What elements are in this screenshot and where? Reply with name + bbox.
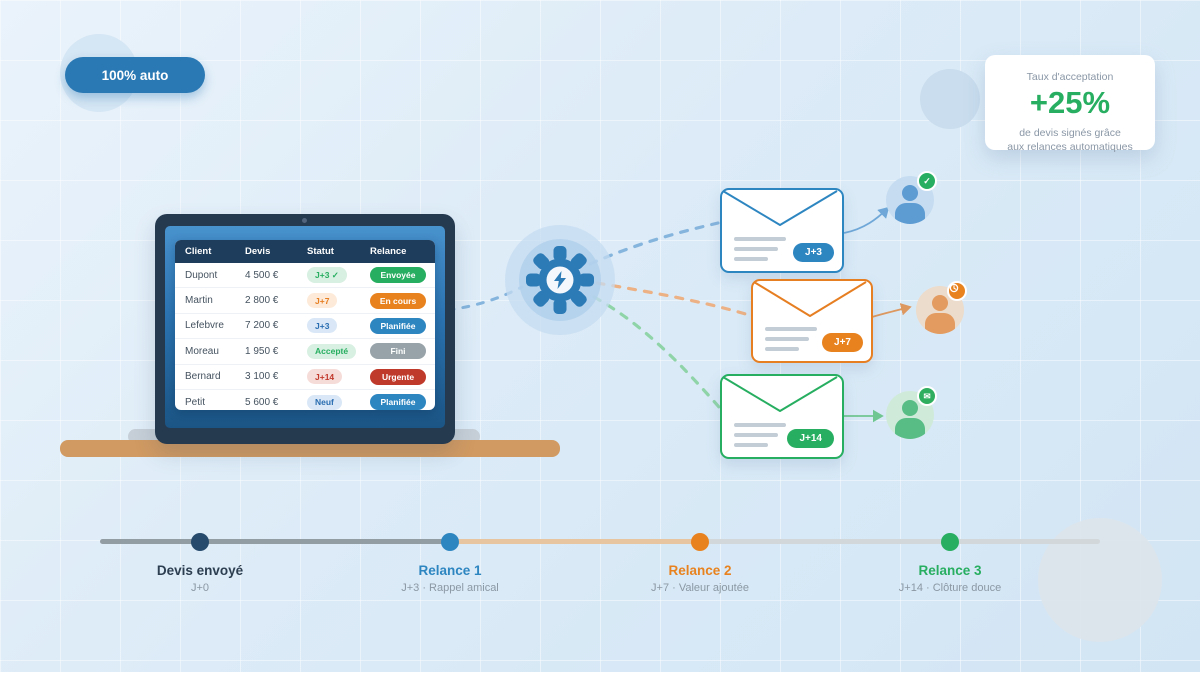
connector-gear-to-mail2 — [595, 281, 751, 317]
milestone-relance-3: Relance 3 J+14 · Clôture douce — [898, 563, 1002, 594]
delay-badge: J+14 — [787, 429, 834, 448]
milestone-devis-envoye: Devis envoyé J+0 — [156, 563, 244, 594]
table-row: Bernard 3 100 € J+14 Urgente — [175, 363, 435, 389]
connector-gear-to-mail3 — [592, 295, 721, 409]
relance-badge: Envoyée — [370, 267, 426, 284]
col-client: Client — [185, 246, 212, 257]
acceptance-stat-card: Taux d'acceptation +25% de devis signés … — [985, 55, 1155, 153]
table-row: Lefebvre 7 200 € J+3 Planifiée — [175, 312, 435, 338]
automation-badge: 100% auto — [65, 57, 205, 93]
timeline-dot-relance2 — [691, 532, 709, 551]
person-icon — [895, 400, 925, 439]
timeline-dot-devis — [191, 532, 209, 551]
timeline-dot-relance1 — [441, 532, 459, 551]
laptop: Client Devis Statut Relance Dupont 4 500… — [155, 214, 455, 444]
table-row: Moreau 1 950 € Accepté Fini — [175, 338, 435, 363]
status-badge: Neuf — [307, 394, 342, 410]
relance-badge: En cours — [370, 292, 426, 309]
table-row: Dupont 4 500 € J+3 ✓ Envoyée — [175, 263, 435, 287]
webcam-dot-icon — [302, 218, 307, 223]
laptop-screen: Client Devis Statut Relance Dupont 4 500… — [165, 226, 445, 428]
envelope-flap-icon — [722, 376, 838, 412]
status-badge: J+3 — [307, 318, 338, 334]
stat-value: +25% — [1029, 85, 1111, 120]
status-badge: J+14 — [307, 369, 343, 385]
mail-badge-icon: ✉ — [917, 386, 937, 406]
status-badge: J+3 ✓ — [307, 267, 347, 284]
table-row: Martin 2 800 € J+7 En cours — [175, 287, 435, 312]
table-header: Client Devis Statut Relance — [175, 240, 435, 263]
delay-badge: J+3 — [793, 243, 834, 262]
person-icon — [925, 295, 955, 334]
arrow-mail1-to-client — [843, 206, 890, 234]
delay-badge: J+7 — [822, 333, 863, 352]
timeline-dot-relance3 — [941, 532, 959, 551]
client-quotes-table: Client Devis Statut Relance Dupont 4 500… — [175, 240, 435, 410]
status-badge: Accepté — [307, 343, 357, 359]
desk-surface — [60, 440, 560, 457]
automation-gear-bolt-icon — [526, 246, 594, 314]
arrow-mail2-to-client — [871, 303, 912, 318]
client-avatar-pending — [916, 281, 967, 334]
timeline-segment-future — [700, 539, 1100, 544]
decor-circle-top-right — [920, 69, 980, 129]
stat-subtitle: de devis signés grâce aux relances autom… — [1007, 126, 1133, 153]
email-card-j7: J+7 — [751, 279, 873, 363]
email-card-j14: J+14 — [720, 374, 844, 459]
col-devis: Devis — [245, 246, 271, 257]
milestone-relance-1: Relance 1 J+3 · Rappel amical — [401, 563, 499, 594]
relance-badge: Planifiée — [370, 394, 426, 410]
email-card-j3: J+3 — [720, 188, 844, 273]
timeline-segment-sent — [100, 539, 452, 544]
bottom-edge — [0, 672, 1200, 675]
client-avatar-opened: ✉ — [886, 386, 937, 439]
status-badge: J+7 — [307, 293, 338, 309]
milestone-relance-2: Relance 2 J+7 · Valeur ajoutée — [651, 563, 749, 594]
decor-circle-bottom-right — [1038, 518, 1162, 642]
col-statut: Statut — [307, 246, 334, 257]
stat-title: Taux d'acceptation — [1026, 71, 1114, 83]
relance-badge: Planifiée — [370, 317, 426, 334]
client-avatar-accepted: ✓ — [886, 171, 937, 224]
relance-badge: Urgente — [370, 368, 426, 385]
clock-badge-icon — [947, 281, 967, 301]
check-badge-icon: ✓ — [917, 171, 937, 191]
table-row: Petit 5 600 € Neuf Planifiée — [175, 388, 435, 410]
timeline-segment-active — [452, 539, 700, 544]
relance-badge: Fini — [370, 343, 426, 360]
envelope-flap-icon — [722, 190, 838, 226]
envelope-flap-icon — [753, 281, 867, 317]
col-relance: Relance — [370, 246, 407, 257]
person-icon — [895, 185, 925, 224]
